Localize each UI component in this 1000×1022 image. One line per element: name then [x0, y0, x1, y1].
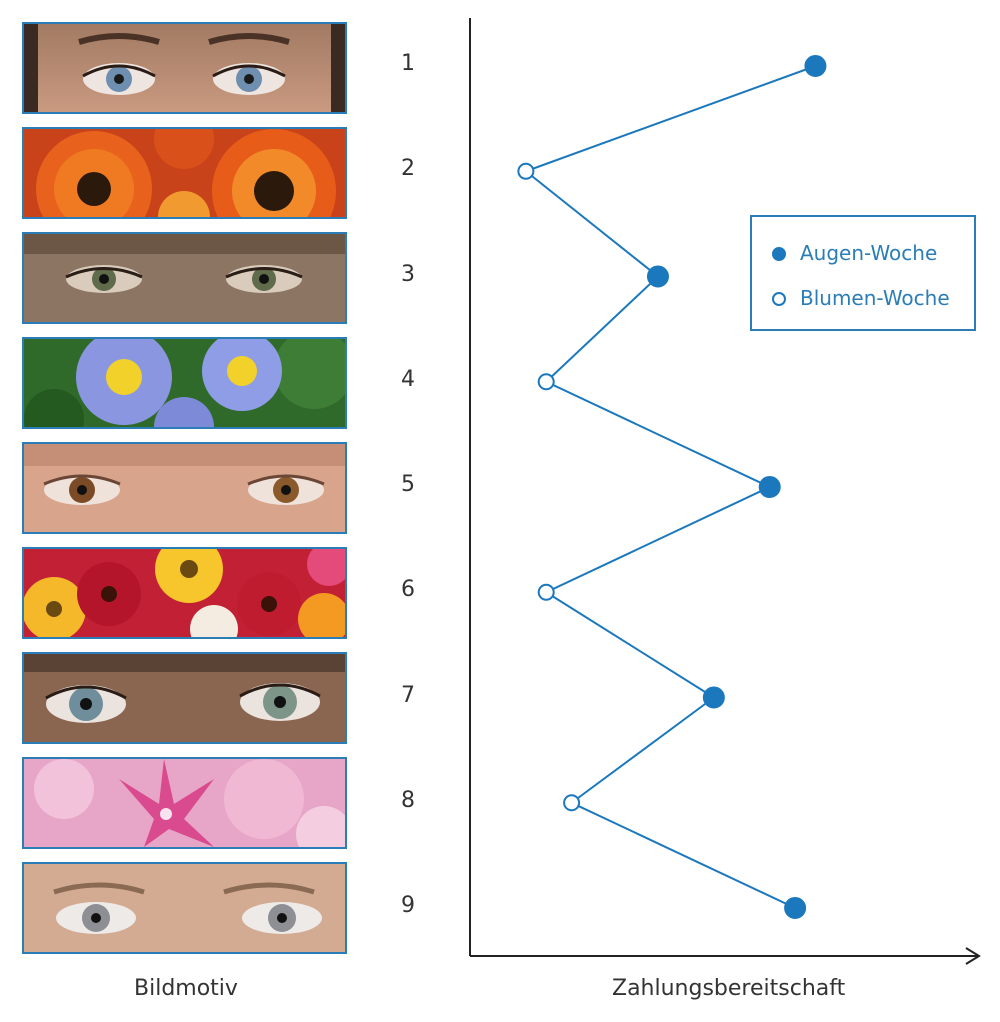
category-label-1: 1: [401, 51, 415, 76]
augen-woche-point-1: [804, 55, 827, 77]
category-label-8: 8: [401, 787, 415, 813]
category-label-9: 9: [401, 893, 415, 918]
augen-woche-point-3: [646, 265, 669, 288]
chart-legend: Augen-Woche Blumen-Woche: [750, 215, 976, 331]
x-axis-arrowhead: [965, 947, 981, 965]
blumen-woche-point-2: [517, 162, 535, 180]
augen-woche-point-7: [702, 686, 725, 709]
augen-woche-point-9: [784, 897, 807, 919]
motif-image-flowers-8: [22, 757, 347, 849]
motif-image-eyes-9: [22, 862, 347, 954]
legend-item-blumen-woche: Blumen-Woche: [772, 286, 950, 310]
category-label-5: 5: [401, 472, 415, 497]
category-label-6: 6: [401, 577, 415, 603]
motif-image-flowers-4: [22, 337, 347, 429]
blumen-woche-point-6: [537, 583, 555, 601]
x-axis-title: Zahlungsbereitschaft: [612, 976, 846, 1001]
legend-label: Augen-Woche: [800, 241, 938, 265]
category-label-4: 4: [401, 366, 415, 392]
motif-image-eyes-7: [22, 652, 347, 744]
y-axis-title: Bildmotiv: [134, 976, 238, 1001]
blumen-woche-point-8: [563, 794, 581, 812]
category-label-2: 2: [401, 156, 415, 182]
motif-image-eyes-3: [22, 232, 347, 324]
filled-circle-icon: [772, 247, 786, 261]
motif-image-eyes-5: [22, 442, 347, 534]
legend-item-augen-woche: Augen-Woche: [772, 241, 937, 265]
augen-woche-point-5: [758, 476, 781, 498]
motif-image-eyes-1: [22, 22, 347, 114]
blumen-woche-point-4: [537, 373, 555, 391]
category-label-3: 3: [401, 261, 415, 287]
category-label-7: 7: [401, 682, 415, 708]
motif-image-flowers-2: [22, 127, 347, 219]
motif-image-flowers-6: [22, 547, 347, 639]
open-circle-icon: [772, 292, 786, 306]
legend-label: Blumen-Woche: [800, 286, 950, 310]
